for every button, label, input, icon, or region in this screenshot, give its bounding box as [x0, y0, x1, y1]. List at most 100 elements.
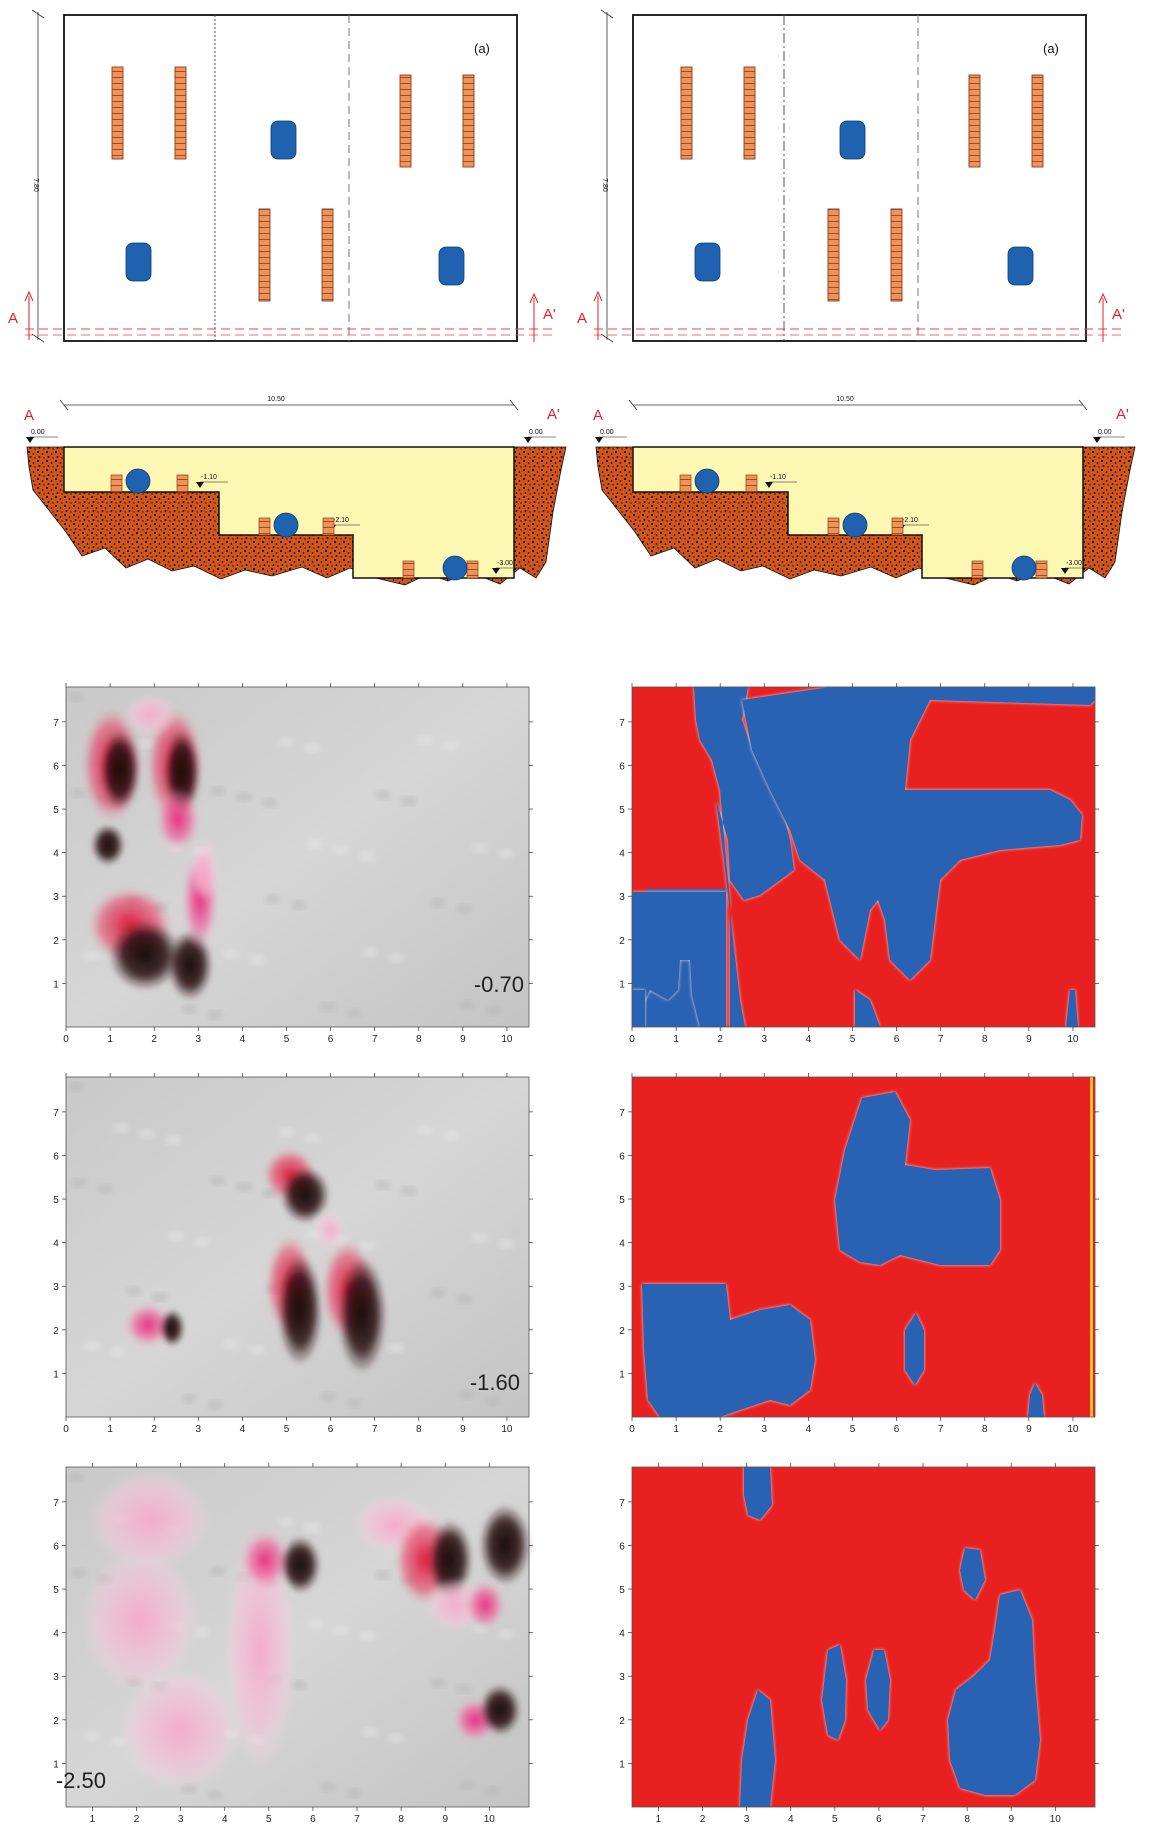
blue-zone — [740, 1690, 775, 1807]
y-tick-label: 1 — [619, 1369, 625, 1380]
texture-spot — [126, 1286, 142, 1296]
level-label: 0.00 — [600, 429, 614, 436]
texture-spot — [417, 735, 433, 745]
blue-zone — [744, 1467, 772, 1520]
x-tick-label: 2 — [151, 1424, 157, 1435]
texture-spot — [456, 1684, 472, 1694]
texture-spot — [84, 1731, 100, 1741]
texture-spot — [359, 1241, 375, 1251]
x-tick-label: 3 — [196, 1424, 202, 1435]
x-tick-label: 3 — [178, 1814, 184, 1825]
blue-zone — [1028, 1383, 1044, 1417]
level-marker — [492, 568, 500, 574]
x-tick-label: 9 — [460, 1034, 466, 1045]
texture-spot — [210, 786, 226, 796]
y-tick-label: 2 — [619, 936, 625, 947]
texture-spot — [359, 851, 375, 861]
level-marker — [595, 437, 603, 443]
x-tick-label: 0 — [629, 1034, 635, 1045]
y-tick-label: 5 — [619, 1195, 625, 1206]
anomaly-blob — [160, 1310, 184, 1346]
level-label: 0.00 — [529, 429, 543, 436]
anomaly-blob — [281, 1167, 329, 1223]
texture-spot — [430, 898, 446, 908]
x-tick-label: 7 — [920, 1814, 926, 1825]
x-tick-label: 6 — [876, 1814, 882, 1825]
texture-spot — [278, 737, 294, 747]
x-tick-label: 6 — [328, 1424, 334, 1435]
level-label: 0.00 — [1098, 429, 1112, 436]
brick-column — [111, 66, 124, 160]
x-tick-label: 0 — [63, 1034, 69, 1045]
y-tick-label: 3 — [619, 892, 625, 903]
x-tick-label: 0 — [629, 1424, 635, 1435]
texture-spot — [430, 1288, 446, 1298]
anomaly-blob — [480, 1505, 530, 1585]
x-tick-label: 9 — [460, 1424, 466, 1435]
x-tick-label: 4 — [806, 1424, 812, 1435]
anomaly-layer — [82, 1470, 530, 1790]
x-tick-label: 10 — [1050, 1814, 1062, 1825]
x-tick-label: 9 — [1008, 1814, 1014, 1825]
section-start-label: A — [577, 310, 587, 327]
y-tick-label: 7 — [619, 1498, 625, 1509]
texture-spot — [236, 792, 252, 802]
texture-spot — [84, 1341, 100, 1351]
x-tick-label: 10 — [1067, 1034, 1079, 1045]
y-tick-label: 7 — [53, 718, 59, 729]
x-tick-label: 2 — [151, 1034, 157, 1045]
texture-spot — [443, 1131, 459, 1141]
texture-spot — [181, 1394, 197, 1404]
level-label: -3.00 — [1066, 560, 1082, 567]
section-end-label: A' — [543, 306, 556, 323]
brick-column — [890, 208, 903, 302]
section-pot — [273, 512, 299, 538]
texture-spot — [307, 1619, 323, 1629]
anomaly-blob — [465, 1580, 505, 1630]
texture-spot — [307, 839, 323, 849]
x-tick-label: 1 — [656, 1814, 662, 1825]
section-pot — [842, 512, 868, 538]
texture-spot — [485, 1006, 501, 1016]
texture-spot — [362, 1727, 378, 1737]
section-brick — [110, 474, 123, 493]
y-tick-label: 3 — [619, 1672, 625, 1683]
x-tick-label: 5 — [850, 1424, 856, 1435]
texture-spot — [168, 1231, 184, 1241]
x-tick-label: 4 — [788, 1814, 794, 1825]
texture-spot — [71, 1568, 87, 1578]
brick-column — [1031, 74, 1044, 168]
anomaly-blob — [278, 1255, 322, 1365]
x-tick-label: 1 — [673, 1424, 679, 1435]
dim-tick — [628, 399, 638, 411]
texture-spot — [68, 1472, 84, 1482]
anomaly-blob — [191, 840, 219, 900]
level-label: -1.10 — [201, 474, 217, 481]
level-marker — [26, 437, 34, 443]
level-label: 0.00 — [31, 429, 45, 436]
texture-spot — [223, 949, 239, 959]
anomaly-blob — [109, 920, 181, 990]
texture-spot — [430, 1678, 446, 1688]
texture-spot — [498, 1629, 514, 1639]
blue-zone — [866, 1650, 890, 1730]
plan-outline — [632, 14, 1087, 342]
y-tick-label: 5 — [619, 1585, 625, 1596]
x-tick-label: 10 — [501, 1424, 513, 1435]
texture-spot — [320, 1002, 336, 1012]
texture-spot — [333, 845, 349, 855]
x-tick-label: 9 — [1026, 1424, 1032, 1435]
x-tick-label: 7 — [938, 1034, 944, 1045]
texture-spot — [304, 1133, 320, 1143]
y-tick-label: 6 — [619, 761, 625, 772]
length-dimension-label: 10.50 — [267, 396, 285, 403]
section-arrow-head — [24, 290, 34, 302]
brick-column — [680, 66, 693, 160]
texture-spot — [401, 796, 417, 806]
section-brick — [1035, 560, 1048, 579]
y-tick-label: 2 — [53, 936, 59, 947]
x-tick-label: 8 — [416, 1034, 422, 1045]
